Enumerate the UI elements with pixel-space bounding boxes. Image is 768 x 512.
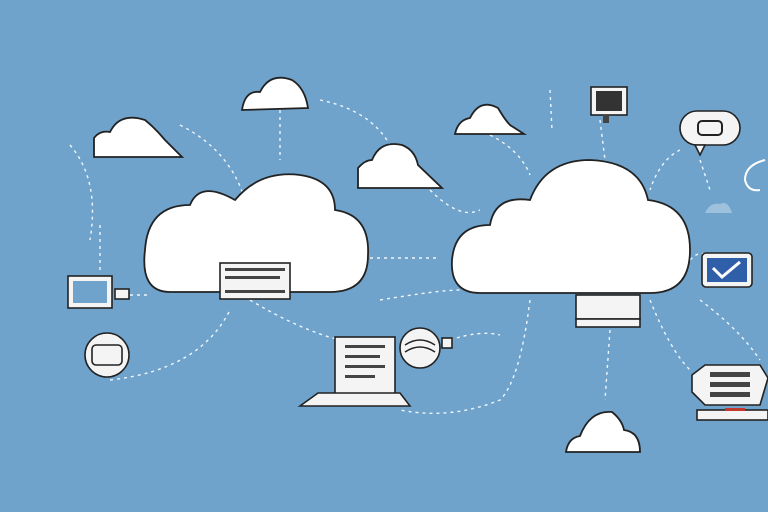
- headset-icon: [743, 159, 766, 192]
- chat-bubble-icon: [679, 110, 741, 157]
- cloud-icon: [357, 143, 445, 189]
- picture-frame-icon: [590, 86, 628, 123]
- cloud-icon: [564, 411, 641, 453]
- checkmark-icon: [701, 252, 753, 288]
- cloud-icon: [453, 103, 528, 135]
- monitor-icon: [219, 262, 291, 300]
- router-icon: [399, 327, 453, 369]
- laptop-icon: [297, 336, 412, 407]
- headset-icon: [84, 332, 130, 378]
- server-icon: [575, 294, 641, 328]
- router-icon: [691, 364, 768, 421]
- monitor-icon: [67, 275, 130, 309]
- cloud-icon: [240, 76, 310, 111]
- cloud-icon: [705, 203, 732, 213]
- cloud-icon: [93, 116, 185, 158]
- cloud-icon: [143, 173, 369, 293]
- cloud-icon: [451, 159, 691, 294]
- connector-lines: [69, 89, 761, 415]
